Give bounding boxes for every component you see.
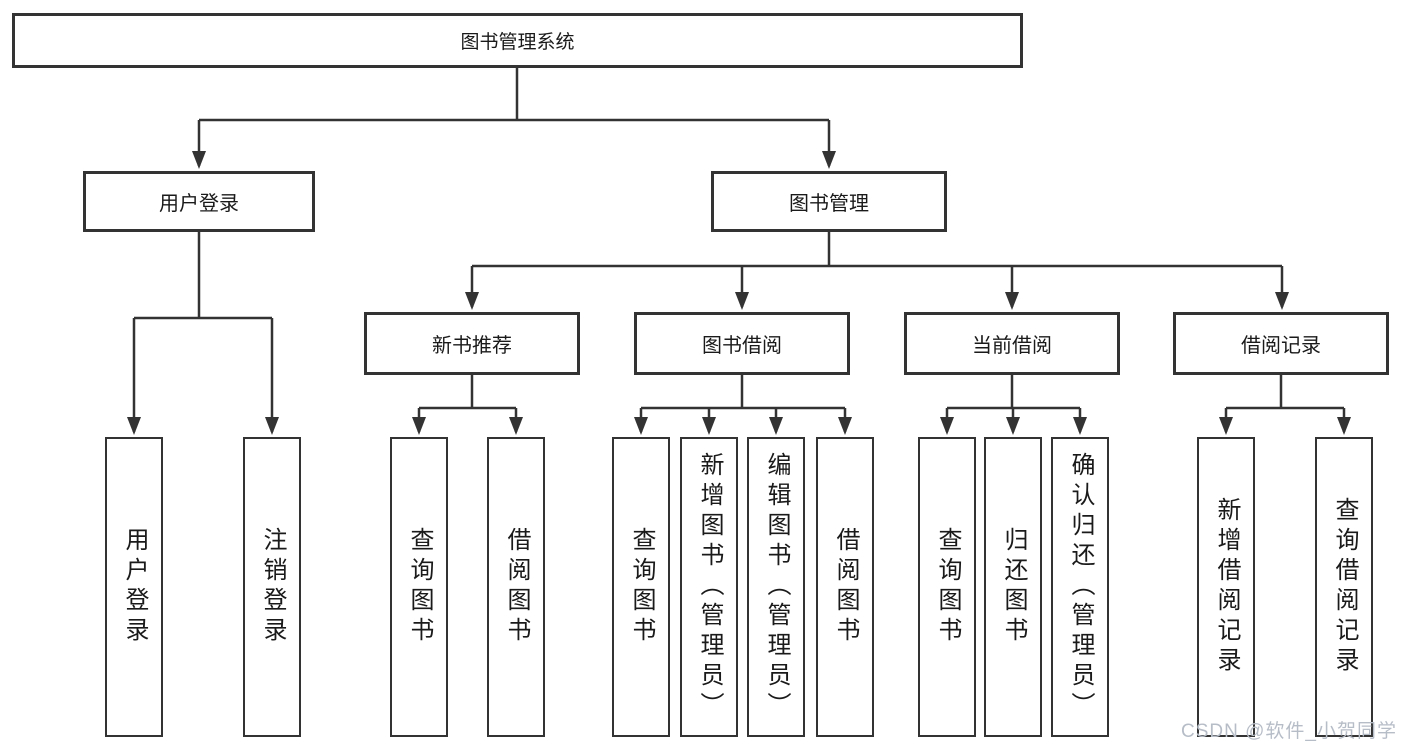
- node-label: 用户登录: [121, 527, 148, 647]
- node-label: 用户登录: [159, 193, 239, 215]
- node-label: 借阅图书: [832, 527, 859, 647]
- leaf-add-borrow-record: 新增借阅记录: [1197, 437, 1255, 737]
- node-borrow-records: 借阅记录: [1173, 312, 1389, 375]
- leaf-add-books-admin: 新增图书（管理员）: [680, 437, 738, 737]
- csdn-watermark: CSDN @软件_小贺同学: [1181, 721, 1397, 742]
- leaf-user-login: 用户登录: [105, 437, 163, 737]
- leaf-query-books-borrow: 查询图书: [612, 437, 670, 737]
- node-new-book-recommend: 新书推荐: [364, 312, 580, 375]
- leaf-query-books-recommend: 查询图书: [390, 437, 448, 737]
- node-label: 注销登录: [259, 527, 286, 647]
- node-label: 查询图书: [406, 527, 433, 647]
- node-label: 查询借阅记录: [1331, 497, 1358, 677]
- leaf-return-books: 归还图书: [984, 437, 1042, 737]
- node-book-borrow: 图书借阅: [634, 312, 850, 375]
- leaf-logout: 注销登录: [243, 437, 301, 737]
- node-label: 新增借阅记录: [1213, 497, 1240, 677]
- node-label: 图书管理: [789, 193, 869, 215]
- node-label: 借阅图书: [503, 527, 530, 647]
- leaf-borrow-books: 借阅图书: [816, 437, 874, 737]
- leaf-confirm-return-admin: 确认归还（管理员）: [1051, 437, 1109, 737]
- leaf-query-borrow-record: 查询借阅记录: [1315, 437, 1373, 737]
- leaf-edit-books-admin: 编辑图书（管理员）: [747, 437, 805, 737]
- node-label: 当前借阅: [972, 335, 1052, 357]
- node-label: 确认归还（管理员）: [1067, 452, 1094, 722]
- node-book-management: 图书管理: [711, 171, 947, 232]
- node-user-login-branch: 用户登录: [83, 171, 315, 232]
- node-label: 编辑图书（管理员）: [763, 452, 790, 722]
- node-label: 查询图书: [934, 527, 961, 647]
- node-label: 图书管理系统: [460, 32, 575, 53]
- node-current-borrow: 当前借阅: [904, 312, 1120, 375]
- node-label: 新书推荐: [432, 335, 512, 357]
- leaf-query-books-current: 查询图书: [918, 437, 976, 737]
- node-label: 新增图书（管理员）: [696, 452, 723, 722]
- node-label: 借阅记录: [1241, 335, 1321, 357]
- node-label: 查询图书: [628, 527, 655, 647]
- leaf-borrow-books-recommend: 借阅图书: [487, 437, 545, 737]
- node-label: 图书借阅: [702, 335, 782, 357]
- node-root: 图书管理系统: [12, 13, 1023, 68]
- node-label: 归还图书: [1000, 527, 1027, 647]
